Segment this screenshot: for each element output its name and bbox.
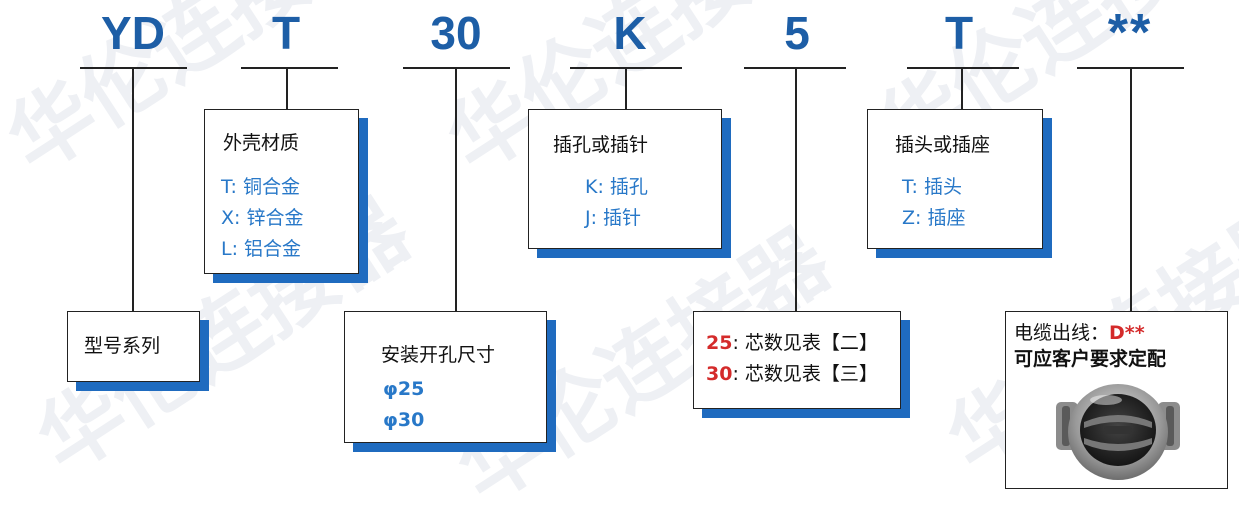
cable-code: D** (1109, 322, 1145, 344)
connector-pin (625, 68, 627, 109)
underline-plug (907, 67, 1019, 69)
core-text: : 芯数见表【三】 (732, 363, 878, 385)
hole-title: 安装开孔尺寸 (381, 344, 496, 366)
pin-title: 插孔或插针 (553, 134, 649, 156)
shell-options: T: 铜合金 X: 锌合金 L: 铝合金 (221, 172, 303, 265)
core-option: 25: 芯数见表【二】 (706, 328, 878, 359)
code-hole: 30 (430, 7, 482, 59)
connector-cable (1130, 68, 1132, 311)
hole-options: φ25 φ30 (383, 374, 424, 436)
series-box: 型号系列 (67, 311, 200, 382)
plug-title: 插头或插座 (895, 134, 991, 156)
code-pin: K (613, 7, 647, 59)
core-code: 25 (706, 332, 733, 354)
code-plug: T (944, 7, 974, 59)
code-core: 5 (784, 7, 810, 59)
core-text: : 芯数见表【二】 (732, 332, 878, 354)
connector-hole (455, 68, 457, 311)
connector-series (132, 68, 134, 311)
shell-option: L: 铝合金 (221, 238, 302, 260)
plug-receptacle-box: 插头或插座 T: 插头 Z: 插座 (867, 109, 1043, 249)
hole-option: φ25 (383, 378, 425, 400)
plug-option: Z: 插座 (902, 207, 966, 229)
pin-option: K: 插孔 (585, 176, 648, 198)
cable-note: 可应客户要求定配 (1014, 348, 1167, 370)
plug-option: T: 插头 (902, 176, 962, 198)
underline-shell (241, 67, 338, 69)
cable-outlet-box: 电缆出线：D** 可应客户要求定配 (1005, 311, 1228, 489)
core-option: 30: 芯数见表【三】 (706, 359, 878, 390)
plug-options: T: 插头 Z: 插座 (902, 172, 965, 234)
code-cable: ** (1107, 4, 1153, 62)
connector-shell (286, 68, 288, 109)
code-series: YD (101, 7, 165, 59)
pin-option: J: 插针 (585, 207, 642, 229)
connector-photo (1056, 384, 1180, 480)
connector-plug (961, 68, 963, 109)
series-label: 型号系列 (84, 335, 161, 357)
pin-options: K: 插孔 J: 插针 (585, 172, 648, 234)
mount-hole-box: 安装开孔尺寸 φ25 φ30 (344, 311, 547, 443)
core-options: 25: 芯数见表【二】 30: 芯数见表【三】 (706, 328, 878, 390)
core-count-box: 25: 芯数见表【二】 30: 芯数见表【三】 (693, 311, 901, 409)
cable-label: 电缆出线： (1014, 322, 1110, 344)
code-shell: T (271, 7, 301, 59)
shell-option: X: 锌合金 (221, 207, 304, 229)
core-code: 30 (706, 363, 733, 385)
pin-socket-box: 插孔或插针 K: 插孔 J: 插针 (528, 109, 722, 249)
connector-core (795, 68, 797, 311)
cable-label-line: 电缆出线：D** (1014, 320, 1145, 346)
shell-title: 外壳材质 (223, 132, 300, 154)
hole-option: φ30 (383, 409, 425, 431)
shell-material-box: 外壳材质 T: 铜合金 X: 锌合金 L: 铝合金 (204, 109, 359, 274)
shell-option: T: 铜合金 (221, 176, 300, 198)
